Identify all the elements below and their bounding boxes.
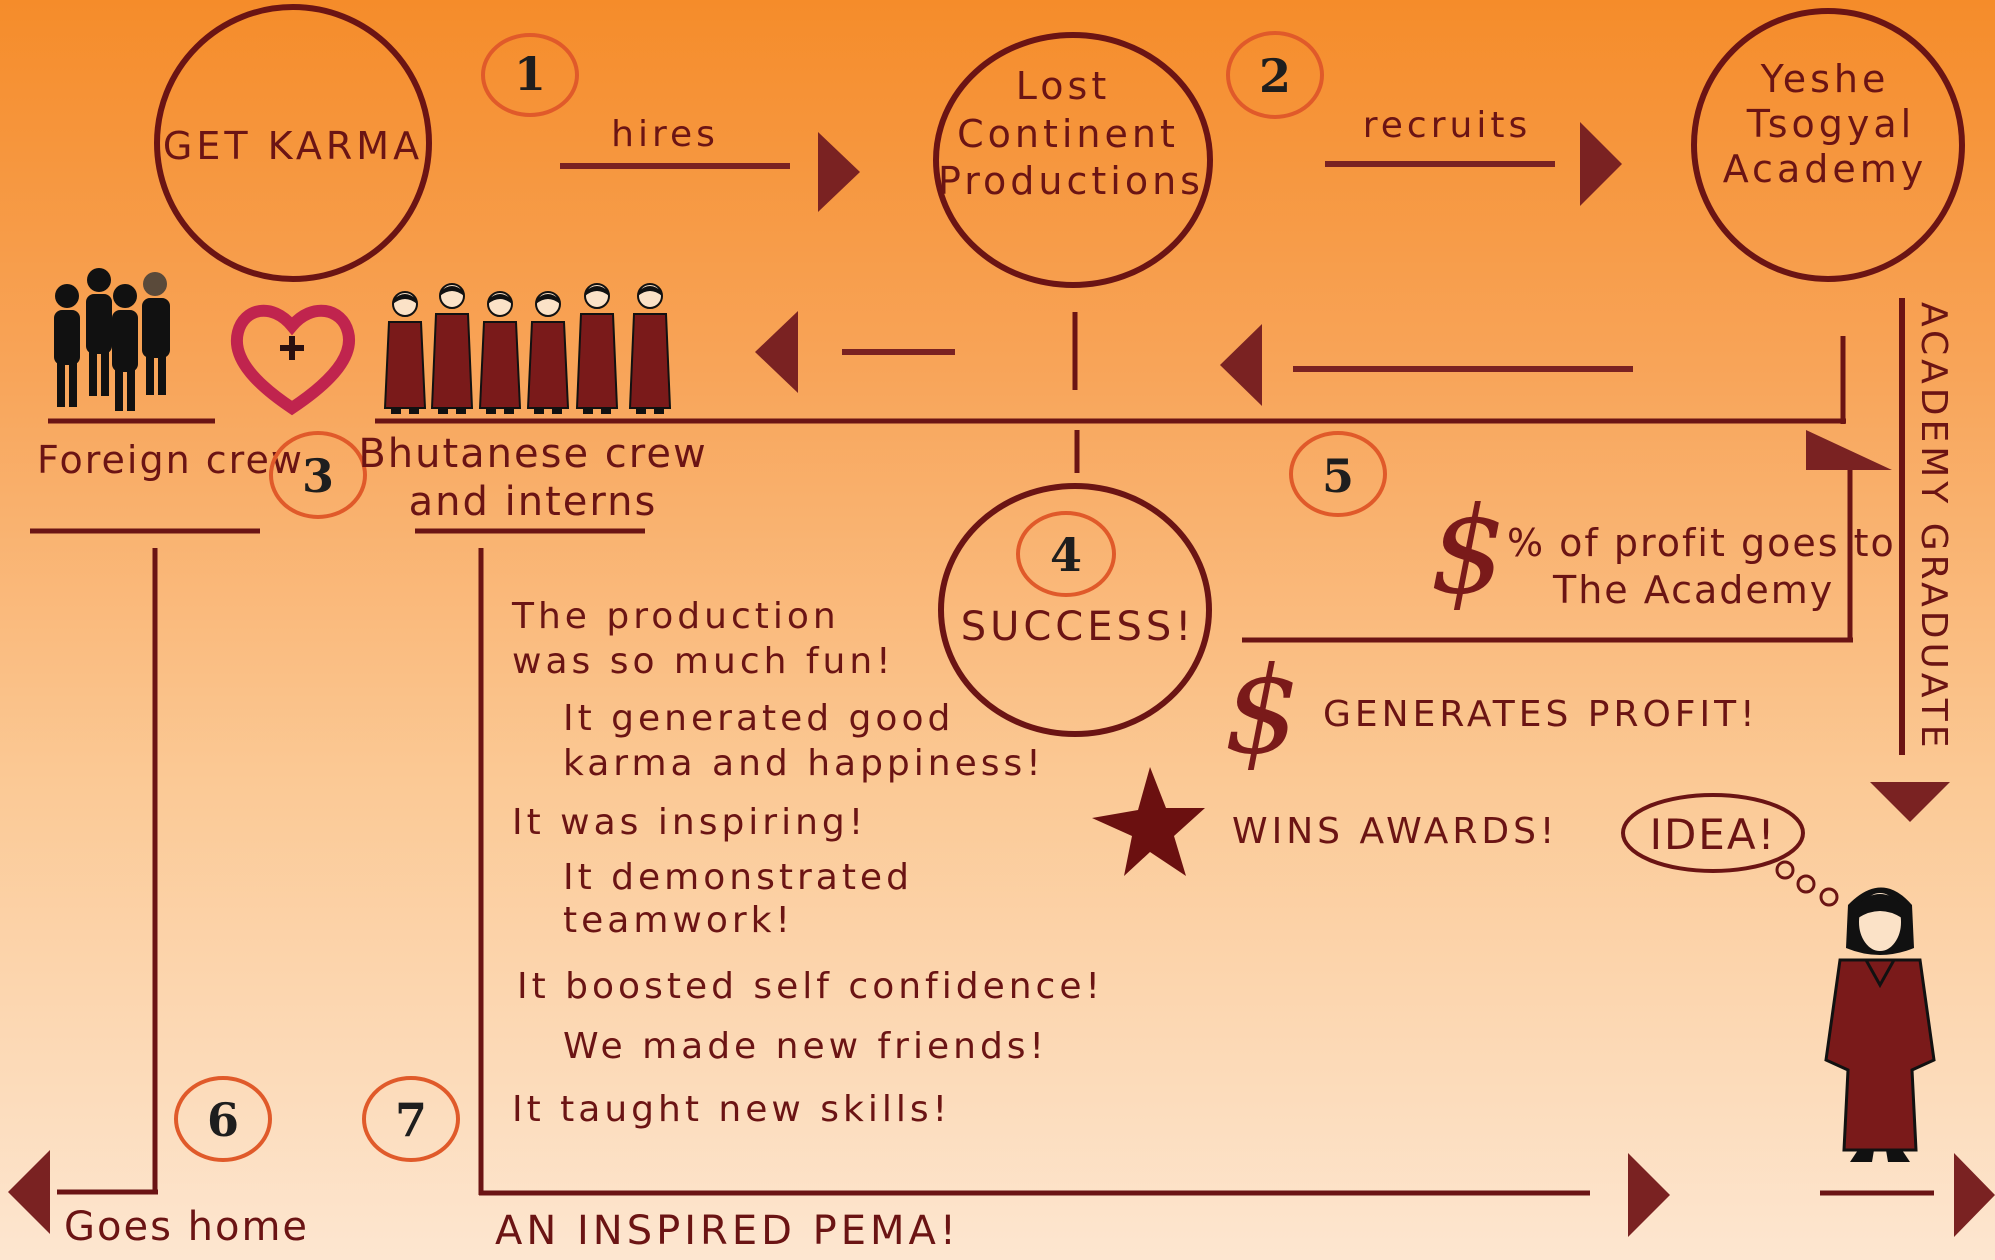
inspired-pema-arrow <box>478 548 1670 1237</box>
benefit-6: We made new friends! <box>563 1026 1048 1067</box>
return-flow-connector <box>375 311 1846 473</box>
step-3-badge: 3 <box>269 431 367 519</box>
node-success: SUCCESS! <box>938 483 1212 737</box>
benefit-2-line-2: karma and happiness! <box>563 743 1045 784</box>
academy-graduate-label: ACADEMY GRADUATE <box>1913 302 1954 751</box>
benefit-4-line-1: It demonstrated <box>563 857 913 898</box>
generates-profit-label: GENERATES PROFIT! <box>1323 694 1759 735</box>
academy-graduate-arrow <box>1870 298 1950 822</box>
heart-plus-icon <box>230 304 355 416</box>
svg-text:1: 1 <box>514 47 546 101</box>
foreign-crew-figures <box>54 268 170 411</box>
benefit-4-line-2: teamwork! <box>563 900 794 941</box>
recruits-label: recruits <box>1363 105 1531 146</box>
yeshe-line-1: Yeshe <box>1760 57 1890 101</box>
step-7-badge: 7 <box>362 1076 460 1162</box>
step-2-badge: 2 <box>1226 31 1324 119</box>
profit-share-arrow <box>1242 430 1892 643</box>
hires-arrow <box>560 132 860 212</box>
idea-label: IDEA! <box>1650 810 1777 859</box>
goes-home-arrow <box>8 548 158 1234</box>
hires-label: hires <box>611 114 719 155</box>
bhutanese-crew-line-1: Bhutanese crew <box>358 431 707 477</box>
step-1-badge: 1 <box>481 33 579 117</box>
wins-awards-label: WINS AWARDS! <box>1232 811 1558 852</box>
yeshe-line-2: Tsogyal <box>1746 102 1915 146</box>
benefit-1-line-1: The production <box>511 596 840 637</box>
svg-text:4: 4 <box>1050 528 1082 582</box>
benefits-list: The production was so much fun! It gener… <box>511 596 1104 1130</box>
benefit-3: It was inspiring! <box>512 802 867 843</box>
graduate-person-figure <box>1824 887 1936 1162</box>
idea-thought-bubble: IDEA! <box>1621 793 1839 907</box>
bhutanese-crew-figures <box>383 283 672 414</box>
svg-text:3: 3 <box>302 449 334 503</box>
lost-continent-line-2: Continent <box>957 112 1179 156</box>
svg-text:7: 7 <box>395 1093 427 1147</box>
step-4-badge: 4 <box>1016 511 1116 597</box>
svg-text:6: 6 <box>207 1093 239 1147</box>
graduate-exit-arrow <box>1820 1153 1995 1237</box>
svg-text:2: 2 <box>1259 49 1291 103</box>
inspired-pema-label: AN INSPIRED PEMA! <box>495 1208 960 1254</box>
get-karma-label: GET KARMA <box>163 124 423 168</box>
node-lost-continent: Lost Continent Productions <box>933 32 1213 288</box>
benefit-5: It boosted self confidence! <box>517 966 1104 1007</box>
yeshe-line-3: Academy <box>1723 147 1928 191</box>
bhutanese-crew-line-2: and interns <box>409 479 658 525</box>
profit-share-line-1: % of profit goes to <box>1507 521 1896 565</box>
benefit-2-line-1: It generated good <box>563 698 954 739</box>
step-5-badge: 5 <box>1289 431 1387 517</box>
success-label: SUCCESS! <box>961 604 1196 650</box>
svg-text:5: 5 <box>1322 449 1354 503</box>
profit-share-line-2: The Academy <box>1552 568 1834 612</box>
benefit-1-line-2: was so much fun! <box>512 641 895 682</box>
lost-continent-line-3: Productions <box>938 159 1204 203</box>
node-yeshe-tsogyal: Yeshe Tsogyal Academy <box>1691 8 1965 282</box>
star-icon <box>1092 767 1205 876</box>
goes-home-label: Goes home <box>64 1204 309 1250</box>
dollar-icon-profit-share: $ <box>1430 482 1506 621</box>
node-get-karma: GET KARMA <box>154 4 432 282</box>
step-6-badge: 6 <box>174 1076 272 1162</box>
benefit-7: It taught new skills! <box>512 1089 951 1130</box>
dollar-icon-generates-profit: $ <box>1224 642 1300 781</box>
recruits-arrow <box>1325 122 1622 206</box>
foreign-crew-label: Foreign crew <box>37 438 304 482</box>
lost-continent-line-1: Lost <box>1016 64 1110 108</box>
